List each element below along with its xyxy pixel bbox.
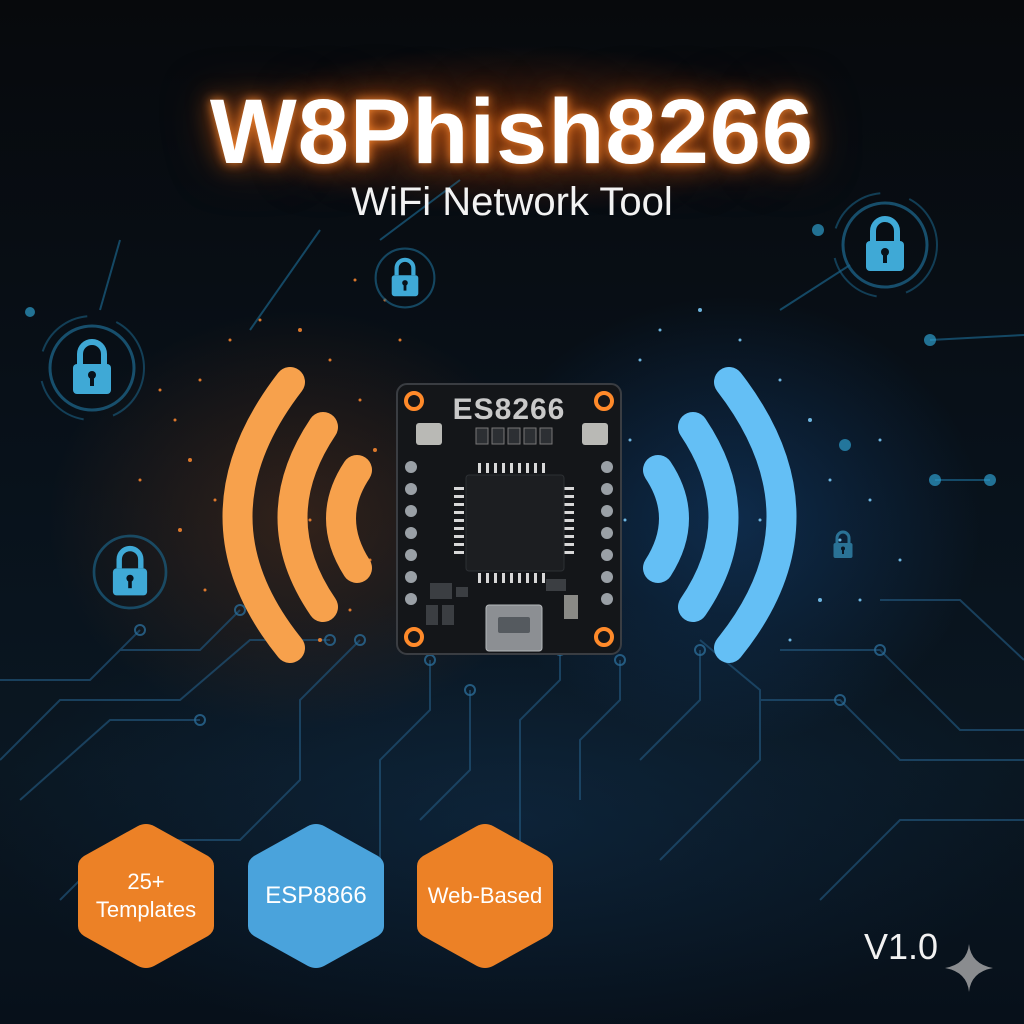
page-subtitle: WiFi Network Tool — [351, 180, 673, 224]
badge-esp8866: ESP8866 — [246, 820, 386, 972]
lock-icon — [374, 247, 436, 309]
hexagon-shape — [248, 824, 384, 968]
sparkle-icon — [945, 944, 993, 992]
badge-templates: 25+ Templates — [76, 820, 216, 972]
lock-icon — [832, 192, 938, 298]
hexagon-shape — [78, 824, 214, 968]
badge-line: 25+ — [127, 869, 165, 894]
badge-text: ESP8866 — [265, 882, 367, 909]
lock-icon — [92, 534, 168, 610]
badge-text: 25+ Templates — [96, 868, 196, 924]
hexagon-shape — [417, 824, 553, 968]
version-label: V1.0 — [864, 926, 939, 967]
feature-badges: 25+ Templates ESP8866 Web-Based — [76, 820, 596, 980]
lock-icon — [39, 315, 145, 421]
badge-web-based: Web-Based — [415, 820, 555, 972]
badge-line: Templates — [95, 897, 197, 922]
badge-text: Web-Based — [427, 883, 543, 908]
page-title: W8Phish8266 — [209, 81, 815, 183]
microcontroller-board: ES8266 — [396, 383, 622, 655]
board-label: ES8266 — [452, 393, 566, 426]
board-graphic — [396, 383, 622, 655]
